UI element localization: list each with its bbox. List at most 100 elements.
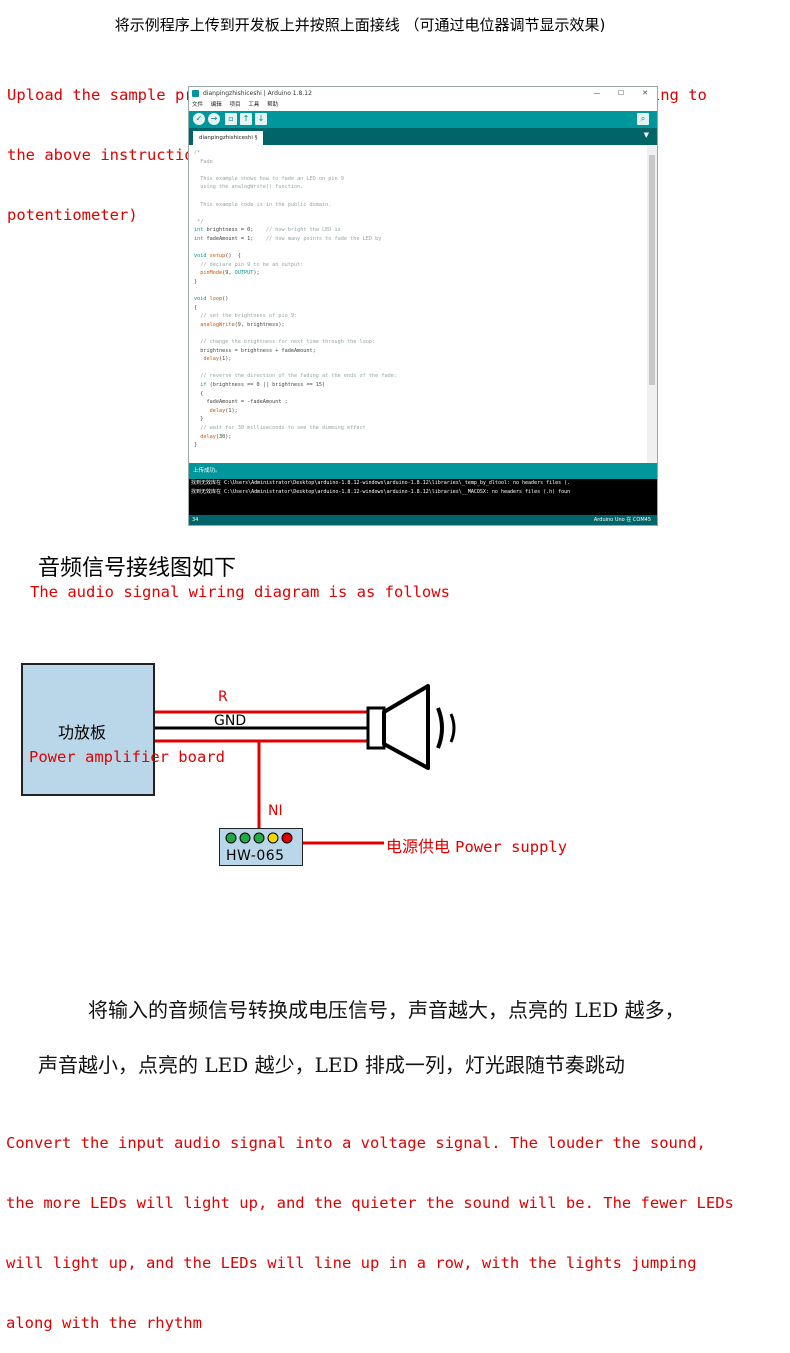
code-line: }: [194, 441, 647, 450]
code-line: delay(30);: [194, 433, 647, 442]
power-label-cn: 电源供电: [386, 837, 451, 856]
code-token: pinMode: [200, 270, 223, 277]
wiring-heading-cn: 音频信号接线图如下: [38, 556, 237, 581]
code-token: (1);: [225, 407, 238, 414]
menu-edit[interactable]: 编辑: [210, 102, 222, 108]
code-token: */: [194, 218, 204, 225]
code-token: delay: [203, 356, 219, 363]
code-line: [194, 287, 647, 296]
code-line: }: [194, 278, 647, 287]
code-line: // set the brightness of pin 9:: [194, 312, 647, 321]
code-line: {: [194, 390, 647, 399]
code-token: loop: [209, 296, 223, 303]
footer-board: Arduino Uno 在 COM45: [593, 517, 651, 523]
code-token: () {: [225, 253, 241, 260]
menu-help[interactable]: 帮助: [267, 102, 279, 108]
power-supply-label: 电源供电 Power supply: [386, 833, 567, 857]
code-token: }: [194, 442, 198, 449]
code-token: fadeAmount = -fadeAmount ;: [194, 399, 288, 406]
code-line: pinMode(9, OUTPUT);: [194, 269, 647, 278]
amplifier-board: [21, 663, 155, 796]
code-token: void: [194, 296, 207, 303]
minimize-icon[interactable]: —: [593, 89, 601, 97]
code-line: Fade: [194, 158, 647, 167]
code-line: [194, 364, 647, 373]
wiring-heading-en: The audio signal wiring diagram is as fo…: [30, 583, 450, 601]
code-token: int: [194, 227, 204, 234]
code-token: fadeAmount = 1;: [203, 235, 266, 242]
description-en: Convert the input audio signal into a vo…: [6, 1093, 734, 1353]
code-token: /*: [194, 150, 201, 156]
description-cn-line-2: 声音越小，点亮的 LED 越少，LED 排成一列，灯光跟随节奏跳动: [38, 1053, 625, 1077]
code-line: int brightness = 0; // how bright the LE…: [194, 226, 647, 235]
led-green-2: [239, 832, 251, 844]
code-editor[interactable]: /* Fade This example shows how to fade a…: [189, 145, 647, 463]
maximize-icon[interactable]: ☐: [617, 89, 625, 97]
code-token: analogWrite: [200, 321, 235, 328]
code-line: This example code is in the public domai…: [194, 201, 647, 210]
console-line: 找到无效库在 C:\Users\Administrator\Desktop\ar…: [191, 480, 571, 486]
code-token: void: [194, 253, 207, 260]
code-line: // declare pin 9 to be an output:: [194, 261, 647, 270]
tab-menu-icon[interactable]: ▼: [643, 131, 649, 139]
code-token: delay: [200, 433, 216, 440]
led-row: [225, 832, 293, 844]
wire-ni-label: NI: [268, 803, 283, 819]
code-token: }: [194, 416, 204, 423]
new-file-icon[interactable]: ▫: [225, 113, 237, 125]
speaker-icon: [366, 684, 456, 770]
code-token: int: [194, 235, 204, 242]
menu-sketch[interactable]: 项目: [229, 102, 241, 108]
description-cn-line-1: 将输入的音频信号转换成电压信号，声音越大，点亮的 LED 越多，: [88, 998, 685, 1022]
ide-titlebar: dianpingzhishiceshi | Arduino 1.8.12 — ☐…: [189, 87, 657, 100]
code-token: // declare pin 9 to be an output:: [194, 261, 304, 268]
ide-status-bar: 上传成功。: [189, 463, 657, 479]
code-line: delay(1);: [194, 355, 647, 364]
led-yellow: [267, 832, 279, 844]
description-en-line: the more LEDs will light up, and the qui…: [6, 1194, 734, 1212]
code-line: delay(1);: [194, 407, 647, 416]
editor-scrollbar[interactable]: [647, 145, 657, 463]
arrow-down-icon[interactable]: ↓: [255, 113, 267, 125]
magnifier-icon[interactable]: ⌕: [637, 113, 649, 125]
arrow-right-icon[interactable]: →: [208, 113, 220, 125]
code-token: (brightness == 0 || brightness == 15): [206, 382, 326, 389]
code-token: );: [253, 270, 260, 277]
close-icon[interactable]: ✕: [642, 89, 648, 97]
check-icon[interactable]: ✓: [193, 113, 205, 125]
arrow-up-icon[interactable]: ↑: [240, 113, 252, 125]
code-line: This example shows how to fade an LED on…: [194, 175, 647, 184]
code-line: [194, 166, 647, 175]
tab-sketch[interactable]: dianpingzhishiceshi §: [193, 131, 264, 145]
ide-console: 找到无效库在 C:\Users\Administrator\Desktop\ar…: [189, 479, 657, 515]
code-token: (9,: [222, 270, 235, 277]
code-token: (1);: [219, 356, 232, 363]
code-line: void setup() {: [194, 252, 647, 261]
code-token: delay: [209, 407, 226, 414]
menu-file[interactable]: 文件: [192, 102, 204, 108]
code-line: [194, 244, 647, 253]
code-token: (30);: [215, 433, 232, 440]
code-line: analogWrite(9, brightness);: [194, 321, 647, 330]
code-line: fadeAmount = -fadeAmount ;: [194, 398, 647, 407]
code-token: This example shows how to fade an LED on…: [194, 175, 344, 182]
ide-tabbar: dianpingzhishiceshi § ▼: [189, 128, 657, 145]
code-token: // how bright the LED is: [265, 227, 341, 234]
scrollbar-thumb[interactable]: [649, 155, 655, 385]
module-label: HW-065: [226, 848, 285, 864]
code-token: [194, 356, 203, 362]
code-token: (): [222, 296, 229, 303]
code-token: {: [194, 390, 204, 397]
code-token: if: [200, 382, 207, 389]
code-line: {: [194, 304, 647, 313]
code-line: [194, 209, 647, 218]
code-line: // change the brightness for next time t…: [194, 338, 647, 347]
ide-window-title: dianpingzhishiceshi | Arduino 1.8.12: [203, 90, 312, 97]
code-token: // change the brightness for next time t…: [194, 339, 376, 346]
console-line: 找到无效库在 C:\Users\Administrator\Desktop\ar…: [191, 489, 571, 495]
wire-gnd-label: GND: [214, 713, 247, 729]
code-line: // reverse the direction of the fading a…: [194, 372, 647, 381]
code-line: */: [194, 218, 647, 227]
code-token: {: [194, 304, 198, 311]
menu-tools[interactable]: 工具: [248, 102, 260, 108]
